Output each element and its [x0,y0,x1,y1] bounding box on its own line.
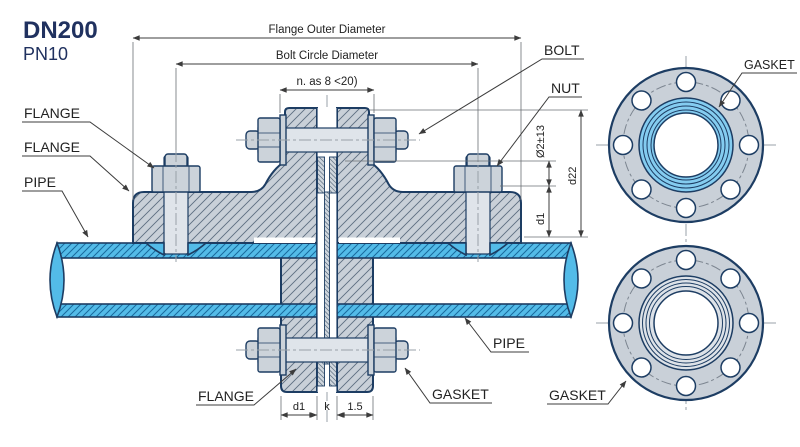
gasket-block [317,361,325,387]
face-relief-left [254,237,315,243]
callout-gasket-top: GASKET [744,58,795,72]
callout-flange-top-2: FLANGE [24,139,80,155]
dim-bolt-circle-diameter: Bolt Circle Diameter [175,50,479,150]
bore [653,290,719,356]
callout-flange-top-1: FLANGE [24,105,80,121]
dim-label-bolt-count: n. as 8 <20) [296,76,357,88]
dims-right: Ø2±13 d1 d22 [345,109,588,238]
gasket-block [317,156,325,194]
dim-label-gap: 1.5 [347,401,362,413]
face-relief-right [339,237,400,243]
stud-bolt-left [143,150,209,262]
gasket-strip [324,191,330,365]
top-bolt [236,114,420,166]
callout-nut: NUT [551,80,580,96]
dim-label-flange-outer-diameter: Flange Outer Diameter [269,24,386,36]
pipe-break-left [49,240,65,320]
callout-bolt: BOLT [544,42,580,58]
callout-pipe-right: PIPE [493,335,525,351]
stud-bolt-right [445,150,511,262]
dim-label-k: k [324,401,330,413]
dim-label-d1-right: d1 [535,213,547,225]
callout-flange-bottom: FLANGE [198,388,254,404]
callout-gasket-bottom-center: GASKET [432,386,489,402]
gasket-block [329,361,337,387]
callouts: FLANGE FLANGE PIPE BOLT NUT GASKET FLANG… [22,42,797,406]
flange-front-view-bottom [607,244,765,402]
callout-pipe-left: PIPE [24,174,56,190]
dim-label-d22: d22 [567,167,579,185]
bottom-bolt [236,324,420,376]
callout-gasket-bottom-right: GASKET [549,387,606,403]
dim-flange-outer-diameter: Flange Outer Diameter [132,24,522,200]
bore [653,112,719,178]
dims-bottom: d1 k 1.5 [280,396,374,420]
dim-label-hole-dia: Ø2±13 [535,125,547,158]
gasket-block [329,156,337,194]
flange-front-view-top [607,66,765,224]
dim-label-d1-bottom: d1 [293,401,305,413]
dim-label-bolt-circle-diameter: Bolt Circle Diameter [276,50,378,62]
drawing-title: DN200 PN10 [23,17,98,64]
title-pn: PN10 [23,44,68,64]
pipe-break-right [563,240,579,320]
gasket-joint [316,108,338,392]
bolt-holes-bottom-view [612,249,760,397]
title-dn: DN200 [23,17,98,44]
bolt-holes-top-view [612,71,760,219]
